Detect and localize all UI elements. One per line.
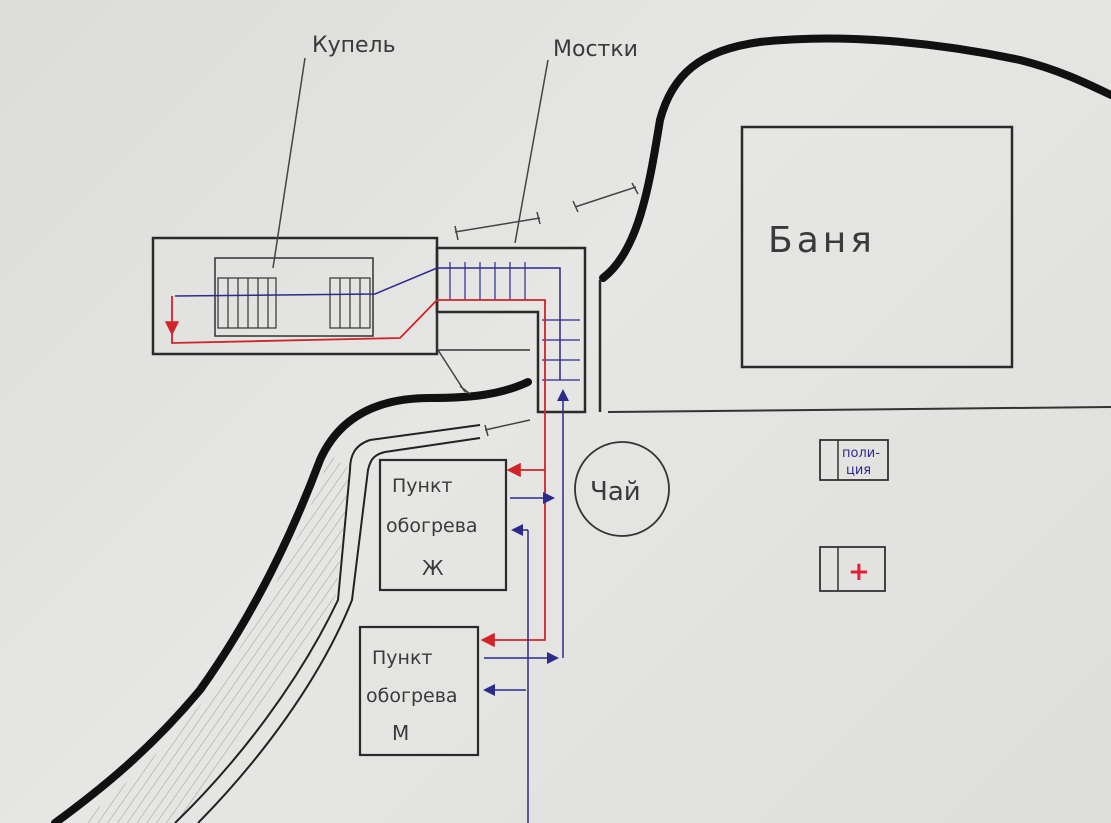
police-box (819, 439, 889, 481)
label-kupel: Купель (312, 33, 396, 58)
banya-box (740, 125, 1014, 369)
ladder-right (329, 277, 371, 329)
shore-line-upper (599, 34, 1111, 282)
label-policia-line1: поли- (842, 446, 880, 461)
punkt-zh-line1: Пункт (392, 475, 453, 497)
label-mostki: Мостки (553, 37, 638, 62)
punkt-m-mark: М (392, 721, 409, 745)
red-route-branch-m (480, 470, 546, 648)
punkt-m-line1: Пункт (372, 647, 433, 669)
chai-circle (574, 441, 670, 537)
kupel-leader (272, 57, 306, 269)
hatched-strip (80, 455, 350, 823)
label-chai: Чай (590, 477, 641, 507)
punkt-m-box (358, 625, 480, 757)
path-edge-outer (174, 424, 481, 823)
mostki-leader (514, 59, 549, 244)
ladder-left (217, 277, 277, 329)
label-policia-line2: ция (846, 463, 871, 478)
punkt-m-line2: обогрева (366, 685, 458, 707)
shore-line-lower (51, 378, 532, 823)
mostki-planks-vertical (542, 319, 580, 381)
first-aid-cross-icon: + (848, 557, 870, 587)
punkt-zh-line2: обогрева (386, 515, 478, 537)
mostki-bank-line (436, 312, 530, 351)
punkt-zh-box (378, 458, 508, 592)
kupel-inner-box (214, 257, 374, 337)
punkt-zh-mark: Ж (422, 556, 444, 580)
blue-route-kupel (174, 267, 561, 380)
tick-marks (437, 182, 639, 437)
first-aid-box (819, 546, 886, 592)
label-banya: Баня (768, 220, 876, 261)
path-edge-inner (197, 437, 481, 823)
banya-fence (607, 406, 1111, 413)
